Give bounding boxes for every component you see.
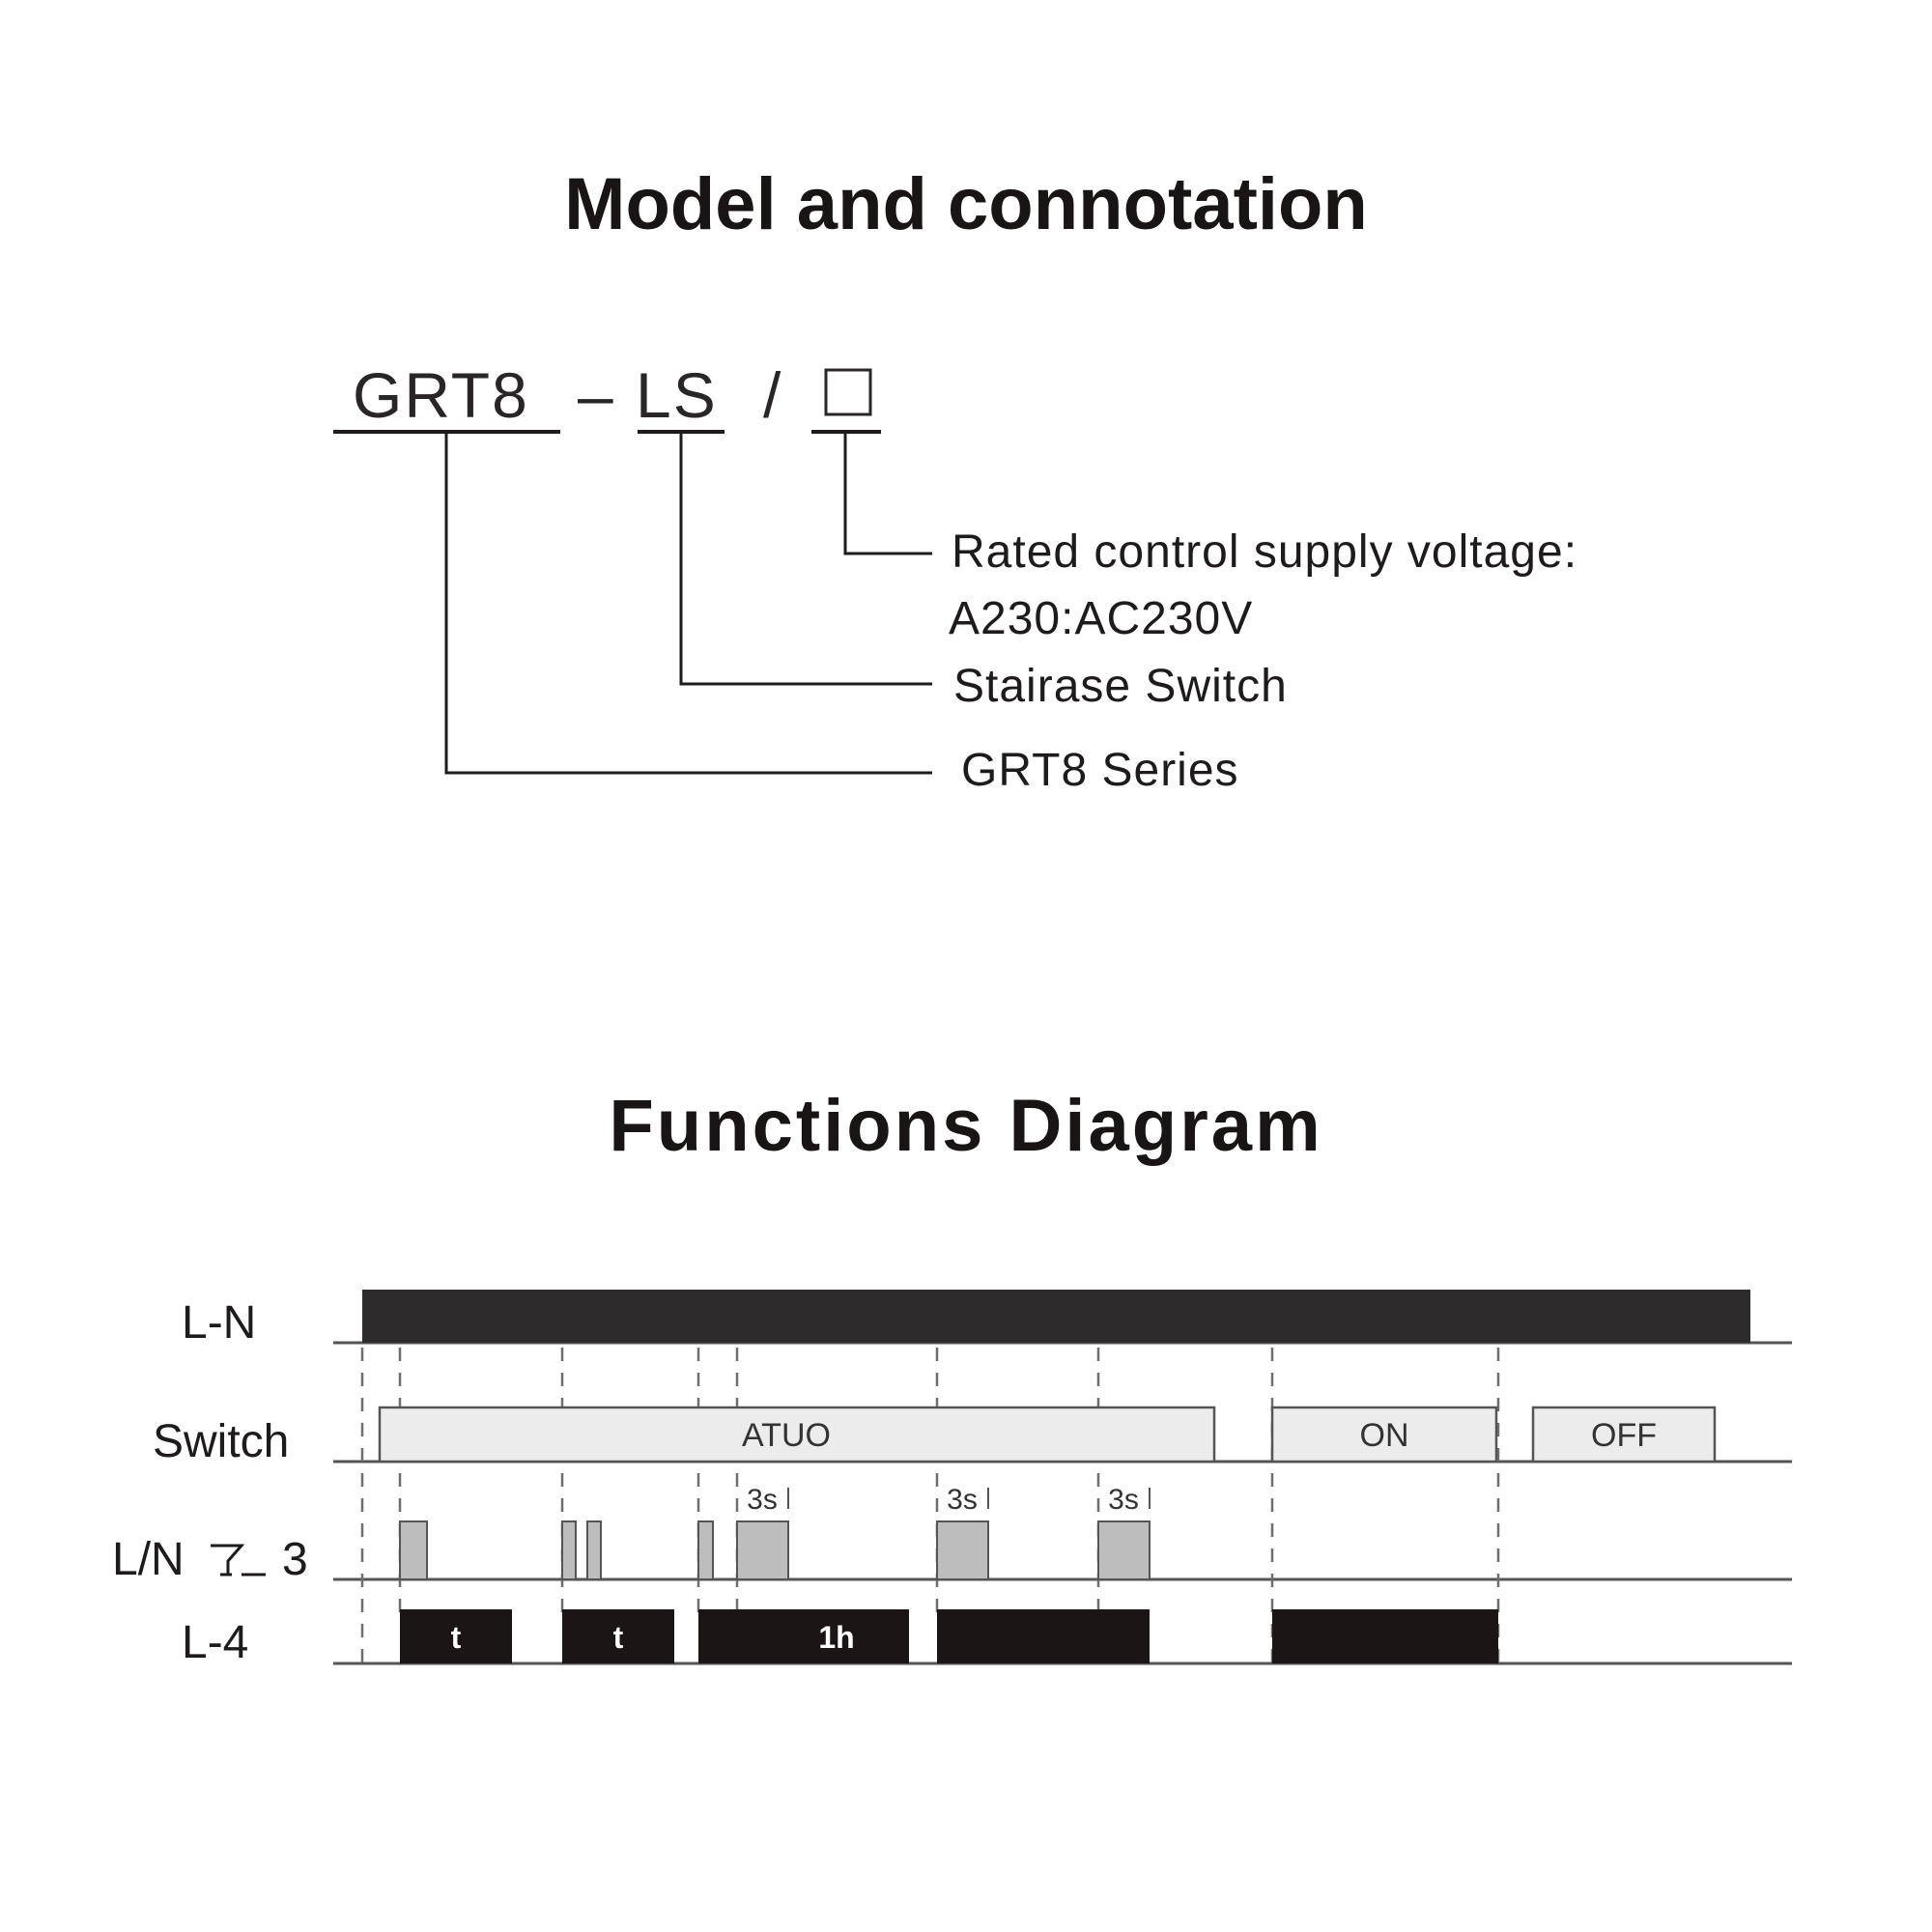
output-bars bbox=[400, 1609, 1498, 1663]
pulse-long-1 bbox=[736, 1520, 789, 1580]
pulse-2a bbox=[561, 1520, 577, 1580]
pulse-1 bbox=[399, 1520, 428, 1580]
output-bar-5 bbox=[1272, 1609, 1498, 1663]
pulse-2b bbox=[586, 1520, 602, 1580]
hold-label-1: 3s bbox=[747, 1484, 778, 1516]
switch-state-on bbox=[1270, 1406, 1498, 1463]
button-pulses bbox=[399, 1520, 1151, 1580]
desc-series: GRT8 Series bbox=[961, 745, 1239, 796]
row-label-switch: Switch bbox=[153, 1416, 289, 1467]
code-box-icon bbox=[824, 368, 872, 416]
desc-voltage: Rated control supply voltage: bbox=[952, 526, 1577, 578]
pushbutton-icon bbox=[211, 1544, 266, 1577]
code-dash: – bbox=[578, 359, 615, 431]
desc-type: Stairase Switch bbox=[953, 661, 1288, 712]
code-series: GRT8 bbox=[353, 359, 529, 431]
switch-state-off bbox=[1531, 1406, 1717, 1463]
row-label-ln: L-N bbox=[182, 1297, 256, 1349]
connector-series bbox=[444, 432, 932, 775]
code-type: LS bbox=[636, 359, 718, 431]
switch-state-off-label: OFF bbox=[1591, 1417, 1657, 1454]
ln-supply-bar bbox=[362, 1290, 1750, 1343]
output-bar-1 bbox=[400, 1609, 512, 1663]
desc-voltage-value: A230:AC230V bbox=[949, 593, 1253, 644]
hold-label-3: 3s bbox=[1108, 1484, 1139, 1516]
output-label-2: t bbox=[613, 1620, 624, 1655]
row-label-button: L/N bbox=[112, 1534, 185, 1585]
code-slash: / bbox=[763, 359, 782, 431]
pulse-long-3 bbox=[1097, 1520, 1151, 1580]
switch-state-auto bbox=[378, 1406, 1216, 1463]
row-label-button-terminal: 3 bbox=[282, 1534, 308, 1585]
model-title: Model and connotation bbox=[564, 163, 1368, 245]
output-bar-4 bbox=[937, 1609, 1150, 1663]
pulse-3 bbox=[697, 1520, 714, 1580]
pulse-long-2 bbox=[936, 1520, 989, 1580]
row-label-output: L-4 bbox=[182, 1617, 248, 1668]
switch-state-auto-label: ATUO bbox=[742, 1417, 831, 1454]
connector-type bbox=[679, 432, 932, 686]
hold-label-2: 3s bbox=[947, 1484, 978, 1516]
switch-state-on-label: ON bbox=[1360, 1417, 1409, 1454]
functions-title: Functions Diagram bbox=[609, 1085, 1323, 1167]
output-bar-3 bbox=[698, 1609, 909, 1663]
output-bar-2 bbox=[562, 1609, 674, 1663]
hold-markers bbox=[787, 1488, 1151, 1509]
connector-voltage bbox=[843, 432, 932, 555]
output-label-1: t bbox=[451, 1620, 462, 1655]
output-label-3: 1h bbox=[818, 1620, 854, 1655]
